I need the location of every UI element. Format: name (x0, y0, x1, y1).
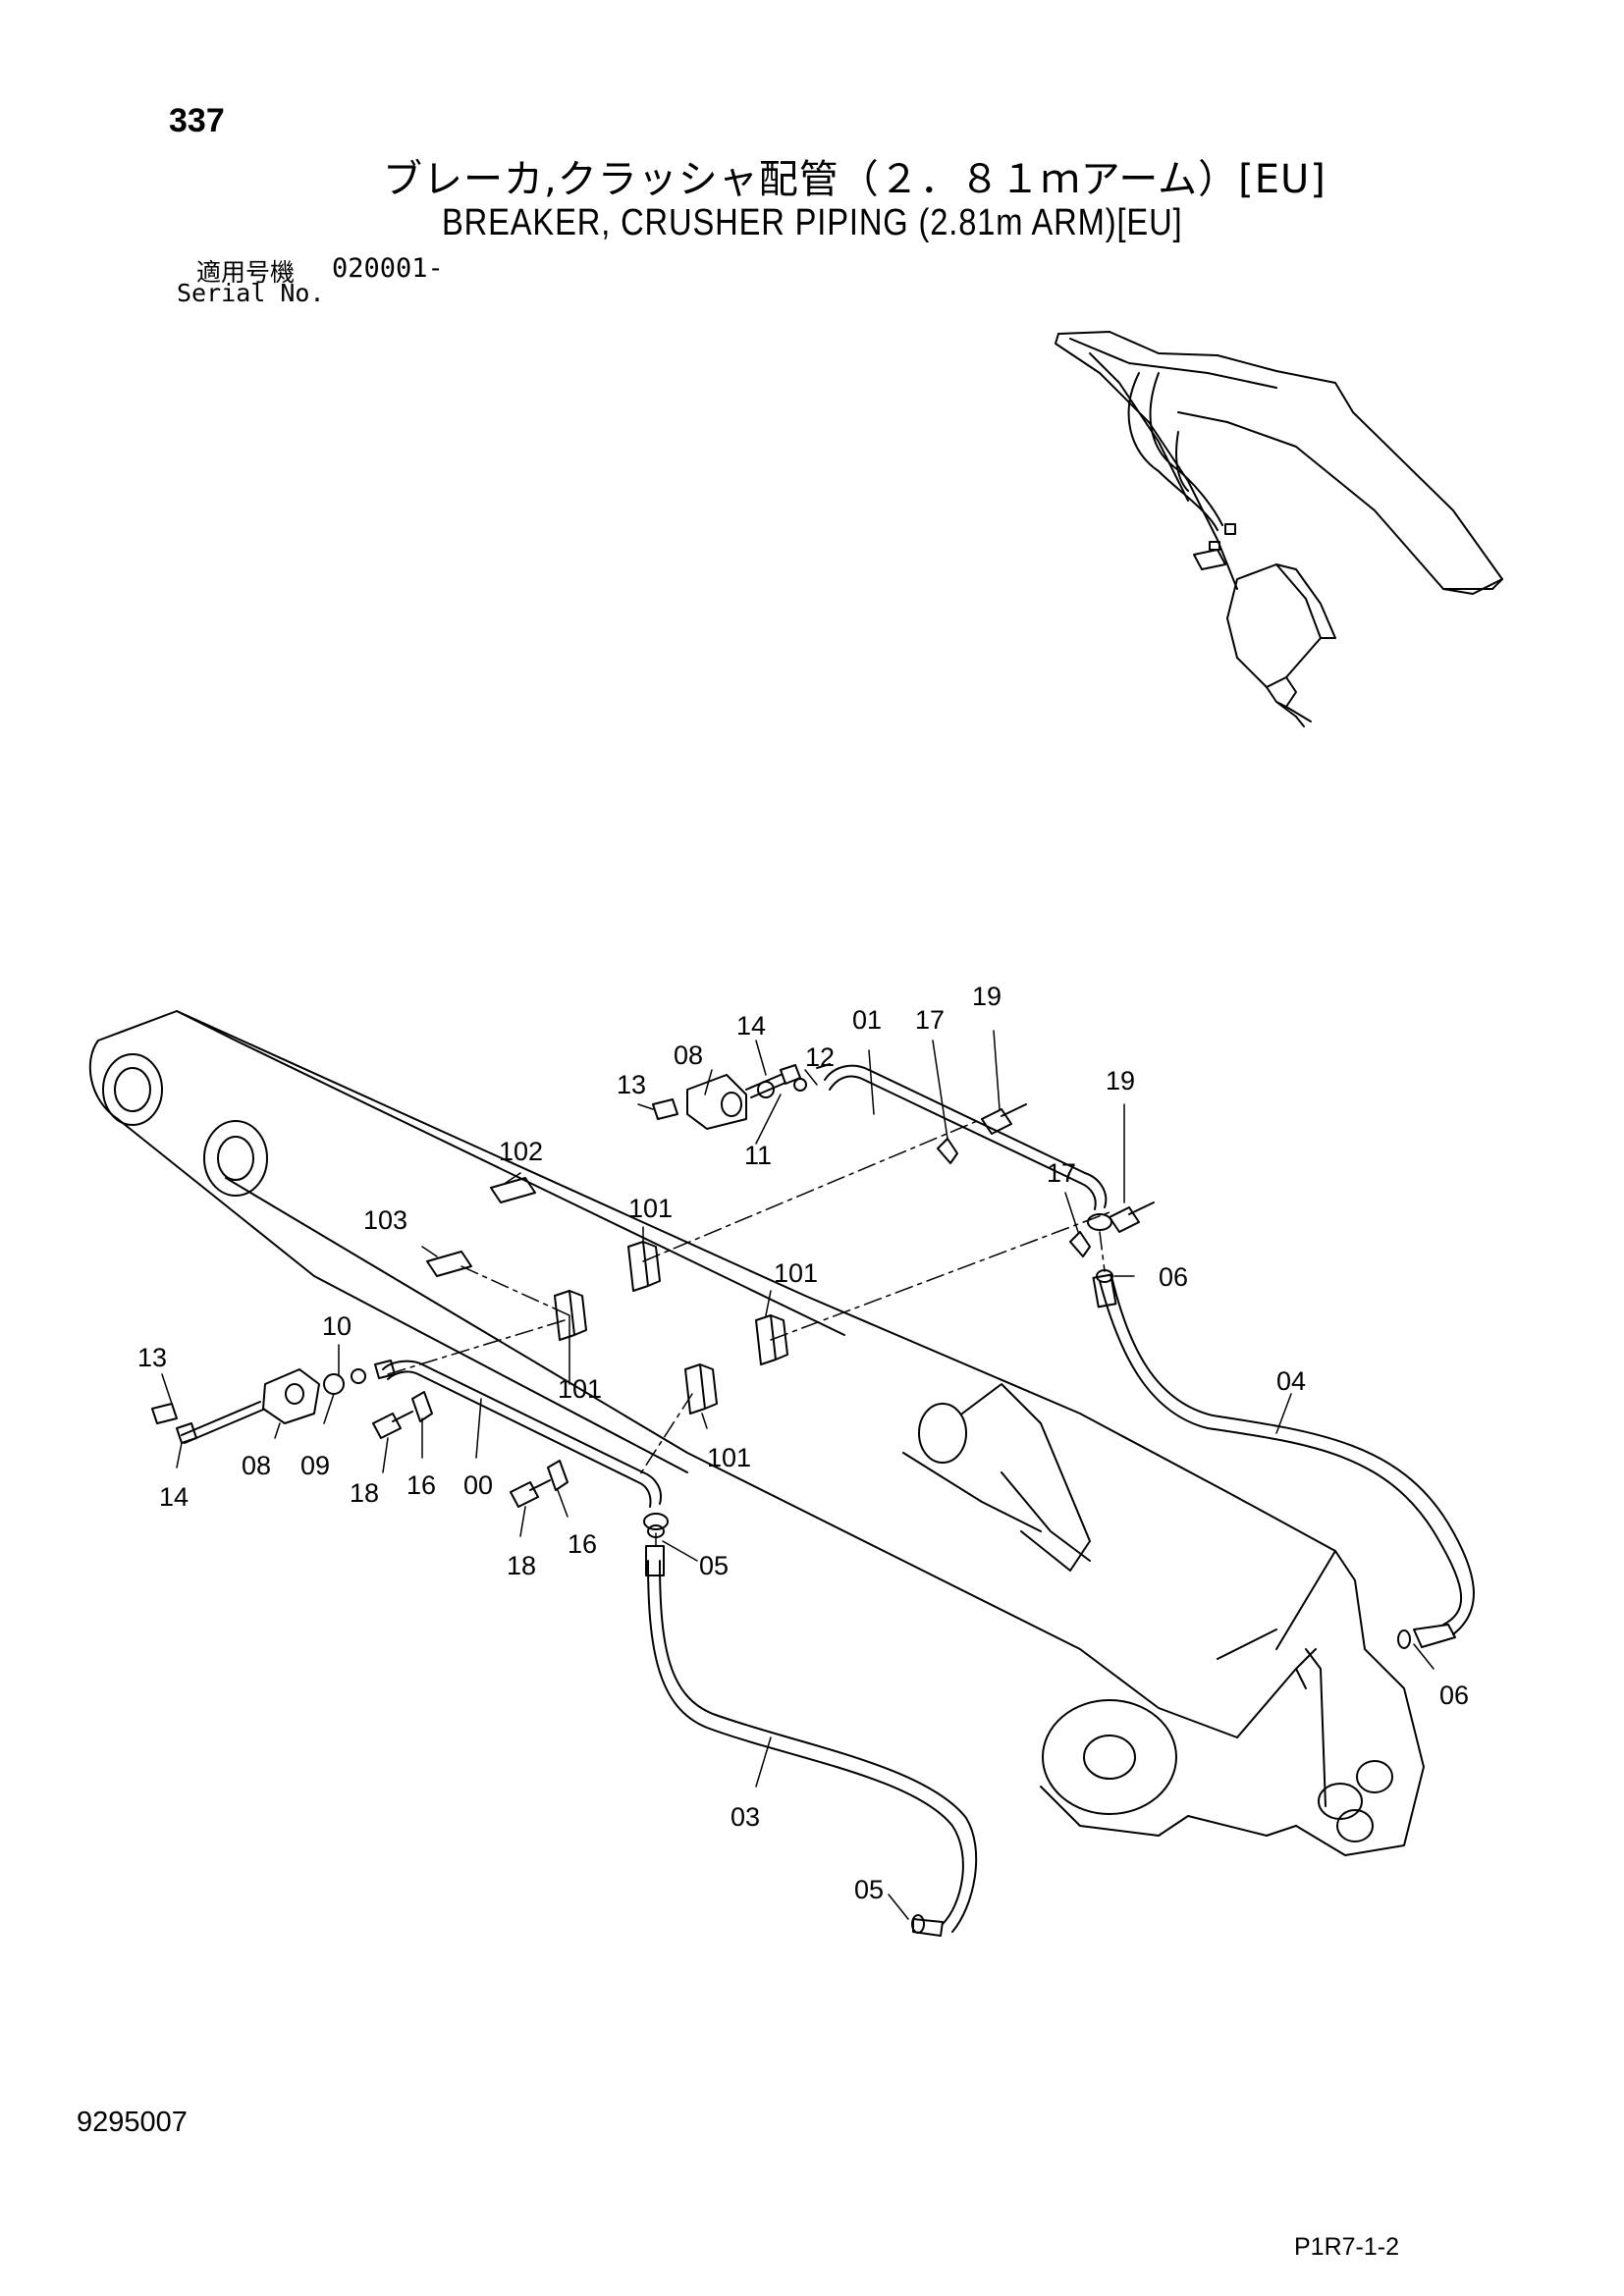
callout-label: 03 (731, 1802, 760, 1832)
callout-label: 13 (137, 1343, 167, 1372)
callout-labels: 19 14 01 17 08 12 19 13 11 17 102 103 10… (137, 982, 1469, 1904)
callout-label: 16 (568, 1529, 597, 1559)
page-reference-code: P1R7-1-2 (1294, 2233, 1399, 2261)
callout-label: 102 (499, 1137, 543, 1166)
brackets (411, 1138, 1091, 1491)
arm-structure (88, 1010, 1425, 1856)
serial-label-japanese: 適用号機 (196, 258, 296, 287)
callout-label: 14 (159, 1482, 189, 1512)
callout-label: 19 (1106, 1066, 1135, 1095)
callout-label: 06 (1439, 1681, 1469, 1710)
serial-label-english: Serial No. (177, 279, 325, 307)
hose-04 (1092, 1273, 1475, 1648)
document-number: 9295007 (77, 2107, 188, 2138)
callout-label: 06 (1159, 1262, 1188, 1292)
callout-label: 101 (707, 1443, 751, 1472)
callout-label: 11 (744, 1141, 772, 1170)
callout-label: 19 (972, 982, 1001, 1011)
callout-label: 04 (1276, 1366, 1306, 1396)
callout-label: 09 (300, 1451, 330, 1480)
callout-label: 101 (628, 1194, 673, 1223)
serial-number-value: 020001- (332, 253, 444, 284)
pipe-01 (824, 1064, 1112, 1231)
callout-label: 18 (507, 1551, 536, 1580)
callout-label: 05 (699, 1551, 729, 1580)
callout-label: 13 (617, 1070, 646, 1099)
bolts (372, 1103, 1155, 1508)
reference-lines (387, 1118, 1110, 1547)
callout-label: 17 (915, 1005, 945, 1035)
callout-label: 101 (774, 1258, 818, 1288)
page-title-japanese: ブレーカ,クラッシャ配管（２．８１ｍアーム）[EU] (383, 157, 1326, 202)
callout-label: 08 (242, 1451, 271, 1480)
callout-label: 14 (736, 1011, 766, 1041)
callout-label: 101 (558, 1374, 602, 1404)
callout-label: 00 (463, 1470, 493, 1500)
callout-label: 01 (852, 1005, 882, 1035)
callout-label: 05 (854, 1875, 884, 1904)
callout-label: 18 (350, 1478, 379, 1508)
callout-label: 103 (363, 1205, 407, 1235)
callout-label: 12 (805, 1042, 835, 1072)
callout-label: 10 (322, 1311, 352, 1341)
hose-03 (645, 1545, 978, 1937)
clamp-assembly-upper (652, 1063, 831, 1130)
overview-excavator-sketch (1055, 331, 1503, 727)
callout-label: 17 (1047, 1158, 1076, 1188)
page-title-english: BREAKER, CRUSHER PIPING (2.81m ARM)[EU] (442, 202, 1183, 243)
clamp-assembly-lower (151, 1360, 396, 1444)
page-number: 337 (169, 102, 225, 139)
callout-label: 08 (674, 1041, 703, 1070)
callout-label: 16 (406, 1470, 436, 1500)
leader-lines (161, 1030, 1435, 1920)
